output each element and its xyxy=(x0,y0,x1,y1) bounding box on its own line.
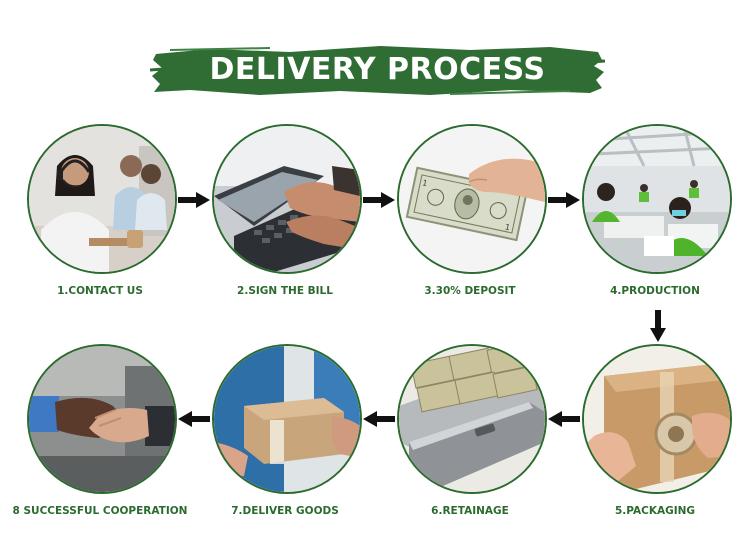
step-8-label: 8 SUCCESSFUL COOPERATION xyxy=(12,505,188,517)
step-1-circle xyxy=(27,124,177,274)
step-5-circle xyxy=(582,344,732,494)
step-1-label: 1.CONTACT US xyxy=(57,285,143,297)
step-2-circle xyxy=(212,124,362,274)
title-banner: DELIVERY PROCESS xyxy=(150,40,605,100)
arrow-left-icon xyxy=(363,411,395,427)
arrow-left-icon xyxy=(178,411,210,427)
step-4-circle xyxy=(582,124,732,274)
call-center-image xyxy=(29,126,175,272)
svg-text:1: 1 xyxy=(504,222,511,232)
step-7-circle xyxy=(212,344,362,494)
step-2-label: 2.SIGN THE BILL xyxy=(237,285,333,297)
arrow-right-icon xyxy=(363,192,395,208)
page-title: DELIVERY PROCESS xyxy=(209,52,546,87)
step-8-circle xyxy=(27,344,177,494)
box-handover-image xyxy=(214,346,360,492)
laptop-typing-image xyxy=(214,126,360,272)
arrow-right-icon xyxy=(178,192,210,208)
money-case-image xyxy=(399,346,545,492)
step-6-label: 6.RETAINAGE xyxy=(431,505,509,517)
step-4-label: 4.PRODUCTION xyxy=(610,285,700,297)
step-5-label: 5.PACKAGING xyxy=(614,505,696,517)
handshake-image xyxy=(29,346,175,492)
step-3-label: 3.30% DEPOSIT xyxy=(424,285,516,297)
arrow-left-icon xyxy=(548,411,580,427)
dollar-bill-image: 1 1 xyxy=(399,126,545,272)
factory-workers-image xyxy=(584,126,730,272)
svg-text:1: 1 xyxy=(421,178,428,188)
arrow-right-icon xyxy=(548,192,580,208)
step-7-label: 7.DELIVER GOODS xyxy=(231,505,339,517)
arrow-down-icon xyxy=(650,310,666,342)
step-3-circle: 1 1 xyxy=(397,124,547,274)
taping-box-image xyxy=(584,346,730,492)
step-6-circle xyxy=(397,344,547,494)
brush-stroke-background xyxy=(150,46,605,95)
